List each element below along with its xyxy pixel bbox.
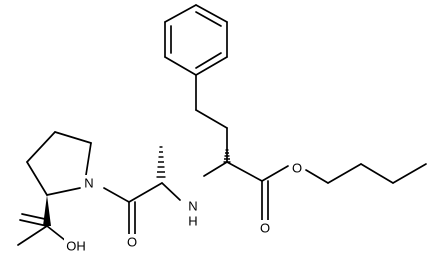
o-ester-label: O bbox=[292, 161, 302, 176]
phenyl-ring bbox=[164, 4, 228, 76]
o-carbonyl-label: O bbox=[127, 235, 137, 250]
side-chain bbox=[195, 74, 228, 163]
atom-labels: N N H O O O OH bbox=[64, 160, 304, 254]
h-label: H bbox=[188, 214, 197, 229]
oh-label: OH bbox=[66, 239, 86, 254]
butyl-ester bbox=[226, 161, 427, 221]
n-ring-label: N bbox=[84, 176, 93, 191]
amide-group bbox=[103, 182, 163, 235]
amine-link bbox=[161, 161, 228, 201]
carboxylic-acid bbox=[17, 195, 67, 246]
stereo-hash-bond-2 bbox=[156, 146, 166, 178]
nh-label: N bbox=[188, 199, 197, 214]
pyrrolidine-ring bbox=[26, 131, 92, 196]
o-ester-carbonyl-label: O bbox=[260, 221, 270, 236]
